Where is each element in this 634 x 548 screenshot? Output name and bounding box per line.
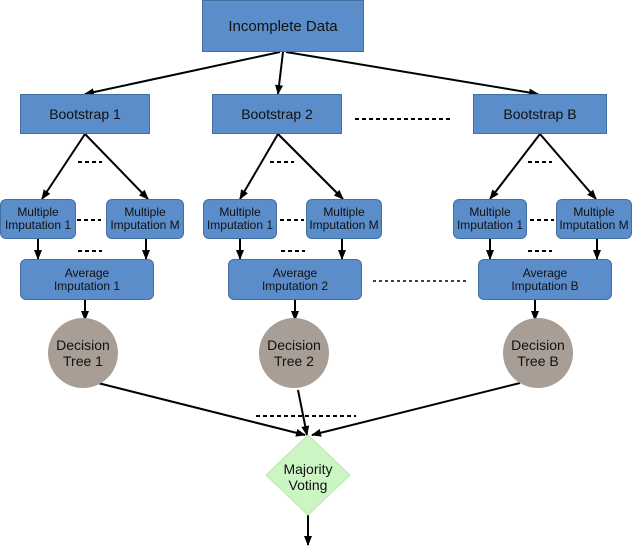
node-bB-multiple-imputation-m: Multiple Imputation M bbox=[556, 199, 632, 239]
ellipsis-dashes bbox=[77, 118, 554, 417]
tree2-line1: Decision bbox=[267, 337, 321, 353]
voting-line1: Majority bbox=[283, 461, 333, 477]
node-b1-multiple-imputation-m: Multiple Imputation M bbox=[106, 199, 184, 239]
node-b1-average-imputation: Average Imputation 1 bbox=[20, 259, 154, 300]
edge-bB-imp1 bbox=[489, 133, 541, 200]
treeB-line2: Tree B bbox=[517, 353, 559, 369]
tree1-line2: Tree 1 bbox=[63, 353, 103, 369]
b1-impM-line2: Imputation M bbox=[110, 218, 180, 232]
b1-avg-line1: Average bbox=[64, 265, 110, 280]
node-bB-multiple-imputation-1: Multiple Imputation 1 bbox=[453, 199, 527, 239]
b2-avg-line2: Imputation 2 bbox=[261, 278, 329, 293]
node-bootstrap-b-label: Bootstrap B bbox=[503, 106, 577, 122]
edge-tree1-vote bbox=[97, 382, 306, 437]
tree2-line2: Tree 2 bbox=[274, 353, 314, 369]
edge-bB-impM bbox=[539, 133, 597, 200]
node-bB-average-imputation: Average Imputation B bbox=[478, 259, 612, 300]
edge-b2-impM bbox=[277, 133, 344, 200]
b2-avg-line1: Average bbox=[272, 265, 318, 280]
majority-voting-diamond bbox=[265, 434, 351, 516]
b1-impM-line1: Multiple bbox=[124, 205, 166, 219]
node-incomplete-data-label: Incomplete Data bbox=[228, 17, 338, 35]
bB-impM-line1: Multiple bbox=[573, 205, 615, 219]
edge-b1-imp1 bbox=[41, 133, 86, 200]
bB-impM-line2: Imputation M bbox=[559, 218, 629, 232]
b2-imp1-line2: Imputation 1 bbox=[206, 218, 274, 232]
tree1-line1: Decision bbox=[56, 337, 110, 353]
node-incomplete-data: Incomplete Data bbox=[202, 0, 364, 52]
treeB-line1: Decision bbox=[511, 337, 565, 353]
edge-b2-imp1 bbox=[239, 133, 279, 200]
bB-imp1-line1: Multiple bbox=[469, 205, 511, 219]
node-bootstrap-1-label: Bootstrap 1 bbox=[49, 106, 121, 122]
bB-imp1-line2: Imputation 1 bbox=[456, 218, 524, 232]
edge-b1-impM bbox=[84, 133, 149, 200]
edge-root-bootstrap2 bbox=[275, 51, 284, 95]
node-b2-multiple-imputation-1: Multiple Imputation 1 bbox=[203, 199, 277, 239]
node-bootstrap-b: Bootstrap B bbox=[473, 94, 607, 134]
b1-avg-line2: Imputation 1 bbox=[53, 278, 121, 293]
b2-imp1-line1: Multiple bbox=[219, 205, 261, 219]
b1-imp1-line2: Imputation 1 bbox=[4, 218, 72, 232]
edge-root-bootstrap1 bbox=[84, 51, 281, 97]
node-b1-multiple-imputation-1: Multiple Imputation 1 bbox=[0, 199, 76, 239]
node-b2-average-imputation: Average Imputation 2 bbox=[228, 259, 362, 300]
node-bootstrap-1: Bootstrap 1 bbox=[20, 94, 150, 134]
edge-root-bootstrapB bbox=[285, 51, 539, 97]
b2-impM-line1: Multiple bbox=[323, 205, 365, 219]
b2-impM-line2: Imputation M bbox=[309, 218, 379, 232]
edge-treeB-vote bbox=[311, 382, 521, 437]
edge-tree2-vote bbox=[297, 389, 310, 436]
bB-avg-line2: Imputation B bbox=[511, 278, 579, 293]
majority-voting-label: Majority Voting bbox=[268, 461, 348, 493]
b1-imp1-line1: Multiple bbox=[17, 205, 59, 219]
bB-avg-line1: Average bbox=[522, 265, 568, 280]
node-b2-multiple-imputation-m: Multiple Imputation M bbox=[306, 199, 382, 239]
node-bootstrap-2: Bootstrap 2 bbox=[212, 94, 342, 134]
node-bootstrap-2-label: Bootstrap 2 bbox=[241, 106, 313, 122]
node-decision-tree-2: Decision Tree 2 bbox=[259, 318, 329, 388]
node-decision-tree-1: Decision Tree 1 bbox=[48, 318, 118, 388]
voting-line2: Voting bbox=[288, 477, 328, 493]
node-decision-tree-b: Decision Tree B bbox=[503, 318, 573, 388]
